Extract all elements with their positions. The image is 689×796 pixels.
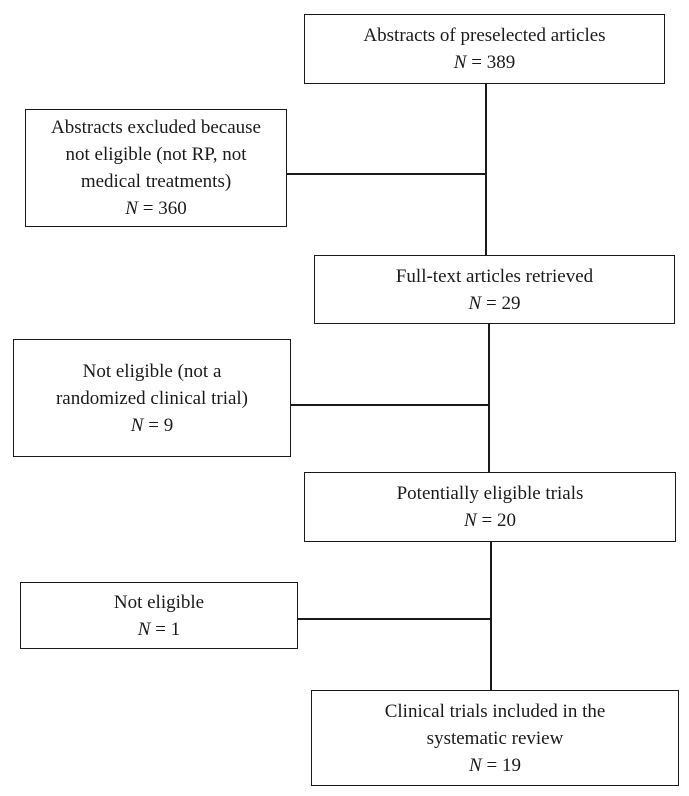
box-label: systematic review (426, 727, 564, 749)
main-flow-connector-3 (490, 542, 492, 690)
count-label: N = 1 (137, 618, 181, 640)
count-label: N = 20 (464, 510, 516, 531)
box-label: medical treatments) (80, 171, 232, 192)
count-label: N = 389 (453, 52, 516, 73)
potentially-eligible-box: Potentially eligible trials N = 20 (304, 472, 676, 542)
not-eligible-box: Not eligible N = 1 (20, 582, 298, 649)
preselected-abstracts-box: Abstracts of preselected articles N = 38… (304, 14, 665, 84)
box-label: Abstracts excluded because (51, 117, 261, 138)
exclusion-connector-1 (287, 173, 486, 175)
full-text-articles-box: Full-text articles retrieved N = 29 (314, 255, 675, 324)
included-trials-box: Clinical trials included in the systemat… (311, 690, 679, 786)
box-label: Not eligible (113, 591, 205, 613)
count-label: N = 360 (125, 198, 187, 219)
not-rct-box: Not eligible (not a randomized clinical … (13, 339, 291, 457)
main-flow-connector-2 (488, 324, 490, 472)
box-label: Abstracts of preselected articles (363, 25, 606, 46)
box-label: Not eligible (not a (82, 360, 222, 382)
excluded-abstracts-box: Abstracts excluded because not eligible … (25, 109, 287, 227)
box-label: not eligible (not RP, not (65, 144, 247, 165)
box-label: Potentially eligible trials (396, 483, 584, 504)
main-flow-connector-1 (485, 84, 487, 255)
count-label: N = 19 (469, 754, 521, 776)
box-label: randomized clinical trial) (55, 387, 249, 409)
box-label: Clinical trials included in the (384, 700, 606, 722)
exclusion-connector-2 (291, 404, 489, 406)
count-label: N = 9 (130, 414, 174, 436)
count-label: N = 29 (468, 292, 521, 314)
exclusion-connector-3 (298, 618, 491, 620)
box-label: Full-text articles retrieved (395, 265, 594, 287)
